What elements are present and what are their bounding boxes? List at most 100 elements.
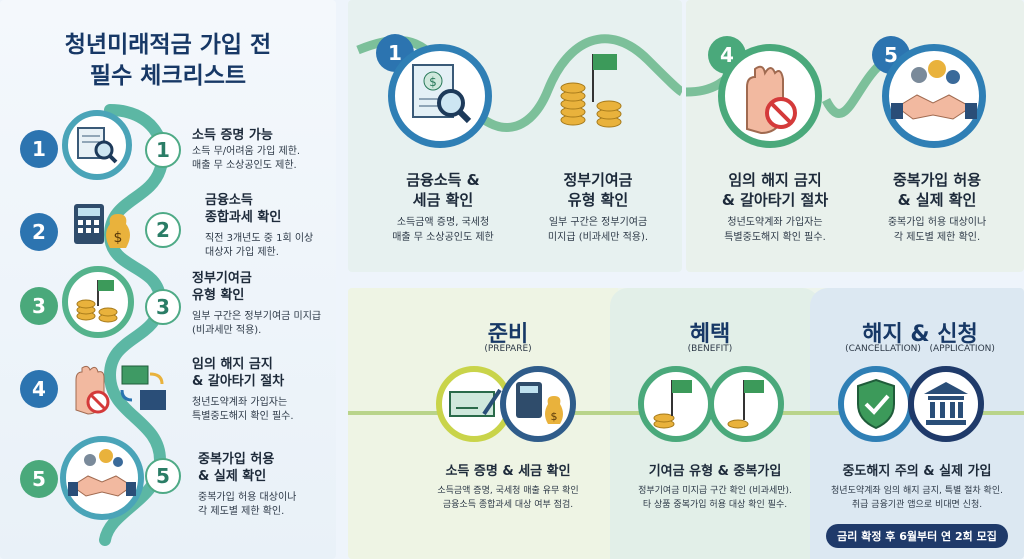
item-3-title: 정부기여금 유형 확인 xyxy=(192,270,252,304)
top-step-4-desc: 청년도약계좌 가입자는 특별중도해지 확인 필수. xyxy=(700,215,850,245)
item-4-badge: 4 xyxy=(20,370,58,408)
item-4-title-2: & 갈아타기 절차 xyxy=(192,374,285,389)
top-step-1-desc-2: 매출 무 소상공인도 제한 xyxy=(392,232,494,243)
coins-flag-icon xyxy=(76,280,118,323)
benefit-desc-2: 타 상품 중복가입 허용 대상 확인 필수. xyxy=(642,500,788,510)
title-line-2: 필수 체크리스트 xyxy=(89,63,247,89)
top-step-4-title-1: 임의 해지 금지 xyxy=(728,171,822,189)
calculator-moneybag-icon: $ xyxy=(516,382,563,424)
item-5-badge: 5 xyxy=(20,460,58,498)
item-5-title: 중복가입 허용 & 실제 확인 xyxy=(198,451,274,485)
item-5-icon-circle xyxy=(60,436,144,520)
item-2-title: 금융소득 종합과세 확인 xyxy=(205,192,281,226)
item-2-number: 2 xyxy=(145,212,181,248)
cancel-subtitle: (CANCELLATION) (APPLICATION) xyxy=(845,344,995,354)
item-4-desc: 청년도약계좌 가입자는 특별중도해지 확인 필수. xyxy=(192,396,294,424)
top-step-5-title: 중복가입 허용 & 실제 확인 xyxy=(862,170,1012,210)
item-2-title-1: 금융소득 xyxy=(205,193,253,208)
hand-stop-icon xyxy=(746,65,797,135)
prepare-desc-1: 소득금액 증명, 국세청 매출 유무 확인 xyxy=(437,486,579,496)
top-step-1-desc: 소득금액 증명, 국세청 매출 무 소상공인도 제한 xyxy=(368,215,518,245)
title-line-1: 청년미래적금 가입 전 xyxy=(64,32,272,58)
benefit-subtitle: (BENEFIT) xyxy=(687,344,733,354)
top-step-4-title: 임의 해지 금지 & 갈아타기 절차 xyxy=(700,170,850,210)
item-3-icon-circle xyxy=(62,266,134,338)
cancel-heading: 중도해지 주의 & 실제 가입 xyxy=(842,464,992,479)
prepare-desc: 소득금액 증명, 국세청 매출 유무 확인 금융소득 종합과세 대상 여부 점검… xyxy=(398,484,618,512)
item-3-desc-1: 일부 구간은 정부기여금 미지급 xyxy=(192,311,322,322)
benefit-desc: 정부기여금 미지급 구간 확인 (비과세만). 타 상품 중복가입 허용 대상 … xyxy=(610,484,820,512)
benefit-heading: 기여금 유형 & 중복가입 xyxy=(648,464,782,479)
item-4-title: 임의 해지 금지 & 갈아타기 절차 xyxy=(192,356,284,390)
item-5-desc: 중복가입 허용 대상이나 각 제도별 제한 확인. xyxy=(198,491,296,519)
coins-flag-icon xyxy=(653,380,692,429)
checklist-title: 청년미래적금 가입 전 필수 체크리스트 xyxy=(0,30,336,92)
item-3-number: 3 xyxy=(145,289,181,325)
benefit-desc-1: 정부기여금 미지급 구간 확인 (비과세만). xyxy=(638,486,792,496)
top-step-2-desc-2: 미지급 (비과세만 적용). xyxy=(547,232,649,243)
check-pen-icon xyxy=(449,388,502,417)
top-step-4-icon-circle xyxy=(718,44,822,148)
item-5-title-2: & 실제 확인 xyxy=(198,469,267,484)
prepare-title: 준비 xyxy=(487,322,529,347)
top-step-4-desc-1: 청년도약계좌 가입자는 xyxy=(727,217,823,228)
money-document-magnifier-icon: $ xyxy=(412,64,472,124)
item-1-number: 1 xyxy=(145,132,181,168)
shield-check-icon xyxy=(857,378,895,430)
item-4-desc-2: 특별중도해지 확인 필수. xyxy=(192,411,294,422)
recruitment-pill: 금리 확정 후 6월부터 연 2회 모집 xyxy=(826,524,1008,548)
coins-flag-icon xyxy=(560,54,622,128)
item-3-title-1: 정부기여금 xyxy=(192,271,252,286)
item-2-desc-1: 직전 3개년도 중 1회 이상 xyxy=(205,233,314,244)
item-3-desc: 일부 구간은 정부기여금 미지급 (비과세만 적용). xyxy=(192,310,321,338)
prepare-desc-2: 금융소득 종합과세 대상 여부 점검. xyxy=(442,500,574,510)
top-step-1-icon-circle: $ xyxy=(388,44,492,148)
item-3-badge: 3 xyxy=(20,287,58,325)
top-step-5-desc-2: 각 제도별 제한 확인. xyxy=(893,232,981,243)
top-panel-2: 4 5 임의 해지 금지 & 갈아타기 절차 청년도약계좌 가입자는 특별중도해… xyxy=(686,0,1024,272)
bottom-panel: 준비 (PREPARE) $ 소득 증명 & 세금 확인 소득금액 증명, 국세… xyxy=(348,288,1024,559)
shield-icon-circle xyxy=(838,366,914,442)
coins-flag-circle-1 xyxy=(638,366,714,442)
item-1-desc: 소득 무/어려움 가입 제한. 매출 무 소상공인도 제한. xyxy=(192,145,300,173)
bank-icon-circle xyxy=(908,366,984,442)
top-step-2-title: 정부기여금 유형 확인 xyxy=(528,170,668,210)
item-2-title-2: 종합과세 확인 xyxy=(205,210,282,225)
bank-icon xyxy=(924,382,968,425)
item-4-title-1: 임의 해지 금지 xyxy=(192,357,273,372)
item-5-number: 5 xyxy=(145,458,181,494)
top-step-1-title-2: 세금 확인 xyxy=(412,191,474,209)
hand-stop-transfer-icon xyxy=(75,365,166,415)
cancel-title: 해지 & 신청 xyxy=(862,322,978,347)
coins-flag-circle-2 xyxy=(708,366,784,442)
calculator-icon-circle: $ xyxy=(500,366,576,442)
top-panel-1: 1 $ 금융소득 & 세금 확인 소득금액 증명, 국세청 매출 무 소상공인도… xyxy=(348,0,682,272)
item-2-badge: 2 xyxy=(20,213,58,251)
svg-text:$: $ xyxy=(114,230,123,246)
item-3-desc-2: (비과세만 적용). xyxy=(192,325,262,336)
item-3-title-2: 유형 확인 xyxy=(192,288,245,303)
item-1-badge: 1 xyxy=(20,130,58,168)
item-5-title-1: 중복가입 허용 xyxy=(198,452,275,467)
cancel-desc-2: 취급 금융기관 앱으로 비대면 신청. xyxy=(851,500,983,510)
document-magnifier-icon xyxy=(77,127,118,164)
svg-text:$: $ xyxy=(551,410,558,423)
cancel-desc-1: 청년도약계좌 임의 해지 금지, 특별 절차 확인. xyxy=(831,486,1003,496)
top-step-1-title-1: 금융소득 & xyxy=(406,171,480,189)
prepare-heading: 소득 증명 & 세금 확인 xyxy=(445,464,571,479)
item-1-icon-circle xyxy=(62,110,132,180)
top-step-1-title: 금융소득 & 세금 확인 xyxy=(378,170,508,210)
top-step-5-title-1: 중복가입 허용 xyxy=(892,171,982,189)
top-step-5-title-2: & 실제 확인 xyxy=(897,191,977,209)
item-4-desc-1: 청년도약계좌 가입자는 xyxy=(192,397,288,408)
top-step-2-desc-1: 일부 구간은 정부기여금 xyxy=(548,217,648,228)
top-step-4-desc-2: 특별중도해지 확인 필수. xyxy=(724,232,826,243)
handshake-gears-icon xyxy=(68,449,136,497)
top-step-2-title-2: 유형 확인 xyxy=(567,191,629,209)
top-step-4-title-2: & 갈아타기 절차 xyxy=(721,191,829,209)
top-step-5-icon-circle xyxy=(882,44,986,148)
top-step-1-desc-1: 소득금액 증명, 국세청 xyxy=(396,217,490,228)
item-5-desc-2: 각 제도별 제한 확인. xyxy=(198,506,285,517)
item-2-desc: 직전 3개년도 중 1회 이상 대상자 가입 제한. xyxy=(205,232,313,260)
